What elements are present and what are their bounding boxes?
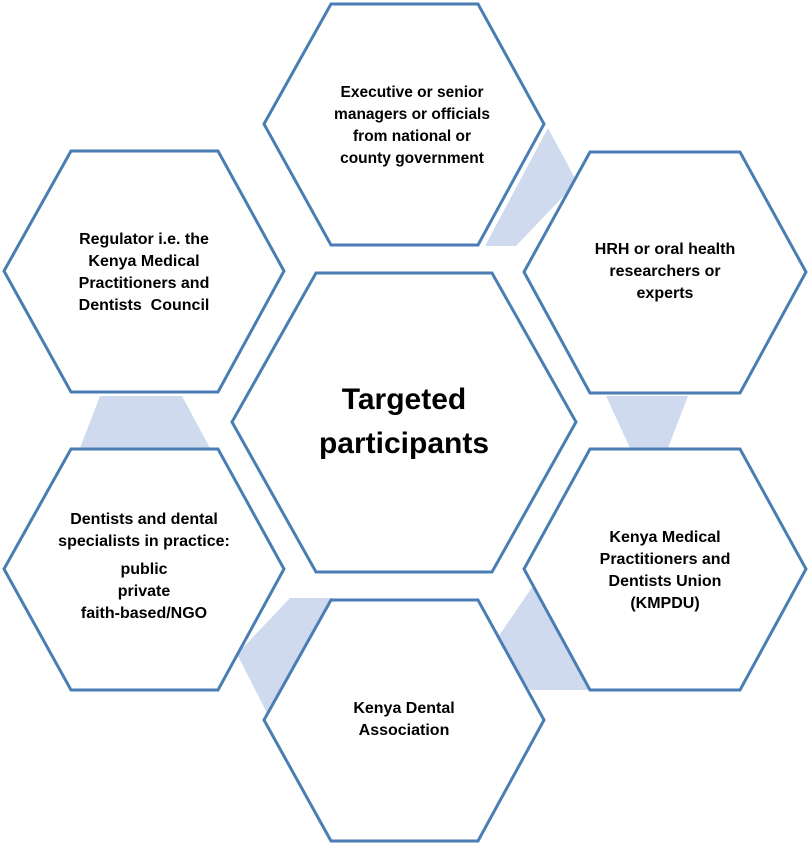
hexagon-researchers [522,150,808,395]
hexagon-association [262,598,546,843]
node-label-line: Regulator i.e. the [79,231,209,248]
node-label-line: experts [636,285,694,302]
node-label-line: Practitioners and [78,275,210,292]
connector-dentists-regulator [80,396,210,448]
practice-sector-list: public private faith-based/NGO [58,559,230,625]
node-executives-label: Executive or senior managers or official… [334,82,490,170]
hexagon-executives [262,2,546,247]
node-label-line: Dentists Union [608,573,722,590]
node-union-label: Kenya Medical Practitioners and Dentists… [600,527,731,615]
node-label-line: Association [358,722,450,739]
node-label-line: county government [340,150,484,167]
hexagon-center [230,271,578,574]
node-label-line: Executive or senior [340,84,484,101]
node-regulator-label: Regulator i.e. the Kenya Medical Practit… [79,229,210,317]
node-researchers-label: HRH or oral health researchers or expert… [595,239,735,305]
hexagon-regulator [2,149,286,394]
node-label-line: HRH or oral health [594,241,736,258]
connector-association-dentists [237,598,333,715]
node-dentists-label: Dentists and dental specialists in pract… [58,509,230,625]
practice-sector-item: faith-based/NGO [80,605,208,622]
center-label: Targeted participants [319,378,489,466]
node-label-line: from national or [353,128,471,145]
node-label-line: managers or officials [334,106,490,123]
node-label-line: researchers or [609,263,721,280]
node-label-line: (KMPDU) [630,595,700,612]
center-label-line: Targeted [341,383,467,416]
hexagon-union [522,447,808,692]
practice-sector-item: private [117,583,171,600]
node-label-line: Practitioners and [599,551,731,568]
node-label-line: Dentists and dental [70,511,218,528]
node-association-label: Kenya Dental Association [353,698,454,742]
node-label-line: Kenya Dental [353,700,455,717]
node-label-line: specialists in practice: [58,533,230,550]
connector-executives-researchers [485,128,577,246]
node-label-line: Kenya Medical [88,253,200,270]
center-label-line: participants [318,427,490,460]
practice-sector-item: public [120,561,168,578]
connector-researchers-union [606,396,688,448]
node-label-line: Dentists Council [78,297,210,314]
connector-union-association [496,580,592,690]
hexagon-dentists [2,447,286,692]
node-label-line: Kenya Medical [609,529,721,546]
